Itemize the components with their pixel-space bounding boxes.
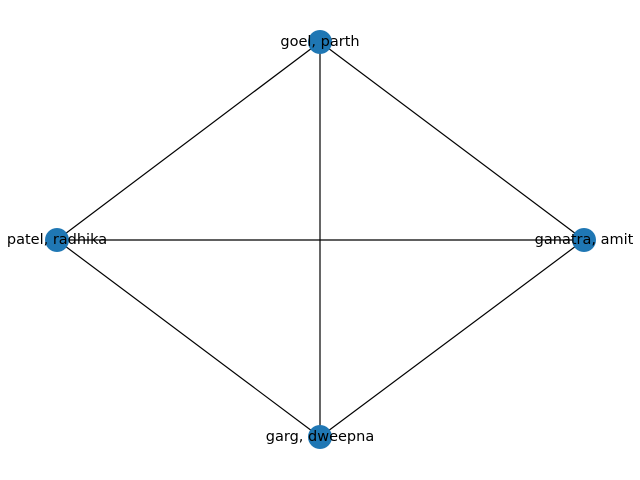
node-label-ganatra: ganatra, amit xyxy=(535,232,634,248)
labels-layer: goel, parth patel, radhika ganatra, amit ga… xyxy=(7,34,634,445)
node-ganatra xyxy=(572,228,596,252)
node-goel xyxy=(308,30,332,54)
edge-goel-patel xyxy=(56,41,321,241)
node-garg xyxy=(308,425,332,449)
node-label-garg: garg, dweepna xyxy=(266,429,374,445)
node-patel xyxy=(45,228,69,252)
node-label-goel: goel, parth xyxy=(280,34,359,50)
edge-ganatra-garg xyxy=(319,239,585,438)
edge-patel-garg xyxy=(56,239,321,438)
node-label-patel: patel, radhika xyxy=(7,232,107,248)
nodes-layer xyxy=(45,30,596,449)
edge-goel-ganatra xyxy=(319,41,585,241)
edges-layer xyxy=(56,41,585,438)
